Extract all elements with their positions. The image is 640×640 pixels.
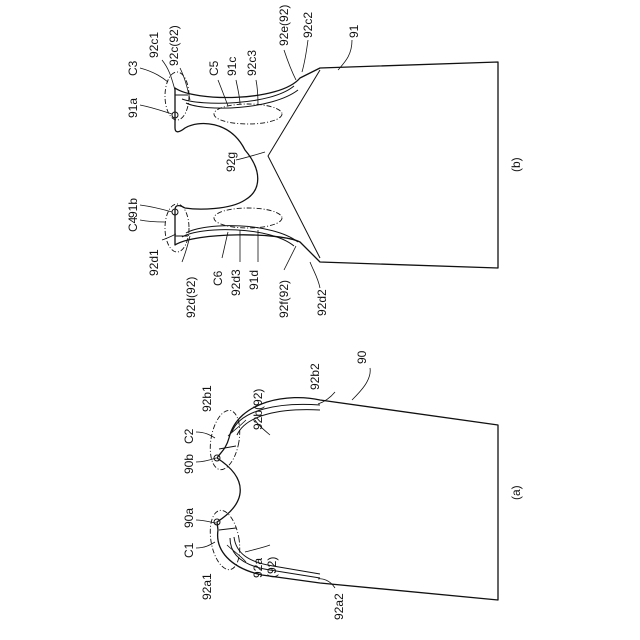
leader-90 (352, 368, 370, 400)
strip-92b-end (219, 446, 236, 449)
strip-92b-inner2 (237, 410, 320, 435)
label-C3: C3 (126, 60, 140, 76)
label-C2: C2 (182, 428, 196, 444)
label-92b: 92b(92) (251, 389, 265, 430)
label-C1: C1 (182, 542, 196, 558)
label-92d3: 92d3 (229, 269, 243, 296)
label-92e: 92e(92) (277, 5, 291, 46)
panel-b: 91 91a 91b C3 C4 92c1 92c(92) 92d1 92d(9… (126, 5, 523, 318)
leader-92f (284, 246, 296, 270)
leader-91c (236, 80, 240, 104)
label-C6: C6 (211, 270, 225, 286)
label-90: 90 (355, 350, 369, 364)
label-91a: 91a (126, 98, 140, 118)
circle-C2 (206, 408, 244, 472)
label-92c: 92c(92) (167, 25, 181, 66)
caption-a: (a) (509, 485, 523, 500)
leader-C4 (140, 220, 165, 222)
label-92a2: 92a2 (332, 593, 346, 620)
leader-92d2 (310, 262, 320, 288)
circle-C1 (206, 508, 244, 572)
leader-C5 (218, 80, 228, 106)
leader-92d1 (162, 234, 176, 240)
label-90a: 90a (182, 508, 196, 528)
label-92g: 92g (224, 152, 238, 172)
gusset-92g (268, 70, 320, 258)
leader-92g (236, 152, 265, 160)
label-92f: 92f(92) (277, 280, 291, 318)
circle-C6 (214, 208, 282, 228)
label-92d1: 92d1 (147, 249, 161, 276)
label-91b: 91b (126, 198, 140, 218)
caption-b: (b) (509, 157, 523, 172)
leader-90b (196, 458, 216, 462)
leader-92c3 (256, 80, 258, 105)
leader-C3 (140, 68, 168, 82)
leader-92e (284, 50, 296, 80)
leader-92c2 (302, 40, 308, 72)
label-92d: 92d(92) (184, 277, 198, 318)
label-C4: C4 (126, 216, 140, 232)
strip-92b-inner (232, 404, 320, 432)
strip-92c-inner2 (186, 90, 298, 108)
label-92b2: 92b2 (308, 363, 322, 390)
label-90b: 90b (182, 454, 196, 474)
label-92a-l1: 92a (251, 558, 265, 578)
leader-92a (245, 545, 270, 552)
leader-91 (338, 40, 352, 70)
panel-a: 90 90a 90b C1 C2 92a1 92b1 92a (92) 92b(… (182, 350, 523, 620)
label-92a1: 92a1 (200, 573, 214, 600)
label-91: 91 (347, 24, 361, 38)
label-92b1: 92b1 (200, 385, 214, 412)
leader-92b1 (228, 420, 246, 436)
label-92c3: 92c3 (245, 50, 259, 76)
label-92a-l2: (92) (265, 557, 279, 578)
label-92c1: 92c1 (147, 32, 161, 58)
label-C5: C5 (207, 60, 221, 76)
label-92c2: 92c2 (301, 12, 315, 38)
label-91c: 91c (225, 57, 239, 76)
leader-91b (140, 205, 172, 212)
label-92d2: 92d2 (315, 289, 329, 316)
strip-92a-end (219, 528, 236, 530)
leader-C1 (196, 542, 215, 548)
label-91d: 91d (247, 270, 261, 290)
leader-90a (196, 520, 216, 523)
